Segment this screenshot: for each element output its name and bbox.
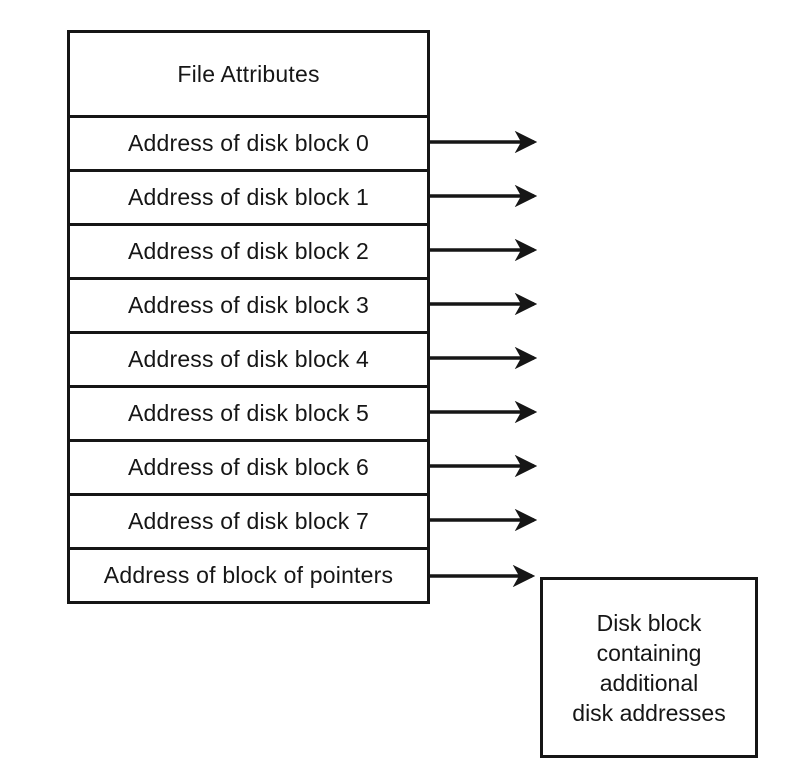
- address-cell-disk-block-6: Address of disk block 6: [70, 439, 427, 493]
- address-cell-disk-block-2: Address of disk block 2: [70, 223, 427, 277]
- address-cell-disk-block-5: Address of disk block 5: [70, 385, 427, 439]
- address-cell-disk-block-3: Address of disk block 3: [70, 277, 427, 331]
- address-cell-disk-block-4: Address of disk block 4: [70, 331, 427, 385]
- address-cell-disk-block-7: Address of disk block 7: [70, 493, 427, 547]
- file-attributes-cell: File Attributes: [177, 60, 320, 87]
- address-cell-disk-block-1: Address of disk block 1: [70, 169, 427, 223]
- indirect-box-line: Disk block: [596, 609, 702, 636]
- indirect-box-line: disk addresses: [572, 699, 726, 726]
- indirect-box-line: containing: [596, 639, 702, 666]
- address-cell-block-of-pointers: Address of block of pointers: [70, 547, 427, 601]
- indirect-disk-block-box: Disk block containing additional disk ad…: [540, 577, 758, 758]
- address-cell-disk-block-0: Address of disk block 0: [70, 115, 427, 169]
- inode-table: File Attributes Address of disk block 0 …: [67, 30, 430, 604]
- indirect-box-line: additional: [599, 669, 699, 696]
